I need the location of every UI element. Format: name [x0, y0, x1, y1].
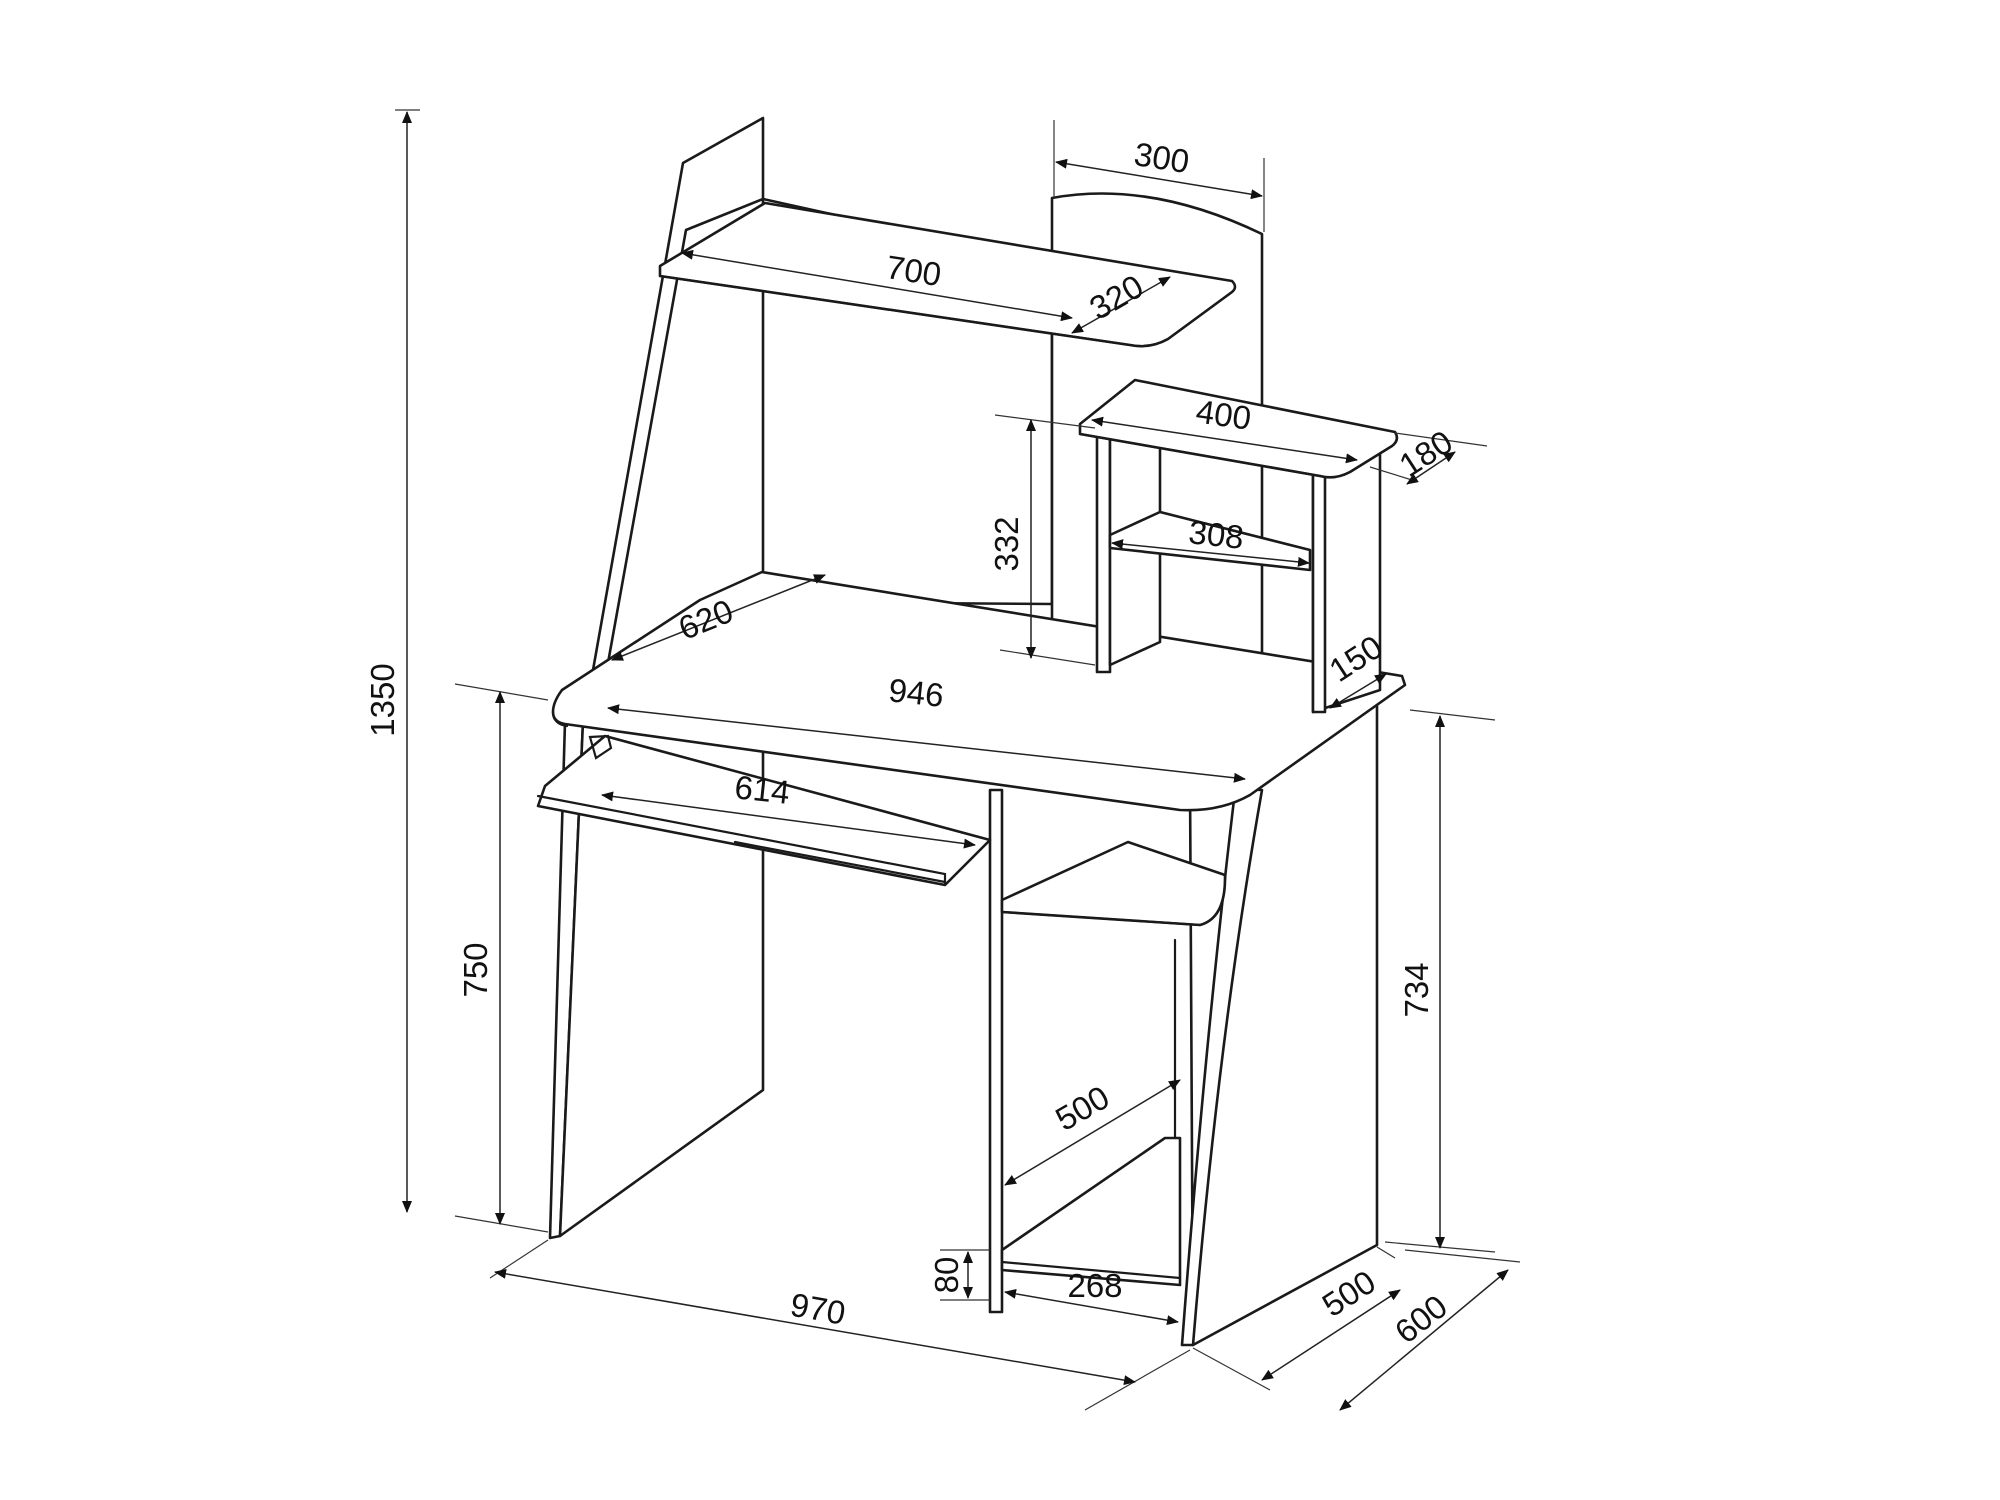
- dim-line-desktop-width: [607, 704, 1246, 783]
- label-inner-shelf-width: 308: [1187, 513, 1246, 556]
- ext-line-unit-top: [994, 414, 1096, 429]
- dim-line-tray-width: [601, 791, 976, 849]
- dim-line-inner-shelf-width: [1111, 539, 1310, 567]
- dim-line-overall-width: [494, 1268, 1136, 1386]
- label-unit-height: 332: [988, 516, 1025, 571]
- label-side-width: 300: [1132, 135, 1192, 180]
- dim-line-upper-shelf-depth: [1071, 276, 1171, 334]
- ext-line-unit-bottom: [999, 649, 1096, 666]
- dim-line-hutch-width: [681, 249, 1073, 322]
- desktop-front-edge: [551, 710, 569, 728]
- ext-line-pedestal-depth-right: [1376, 1246, 1396, 1259]
- label-desktop-width: 946: [887, 671, 946, 714]
- keyboard-tray-rail: [733, 840, 947, 884]
- shelf-unit-post-face: [1311, 472, 1327, 714]
- label-tray-width: 614: [733, 768, 792, 811]
- label-hutch-width: 700: [884, 248, 944, 293]
- right-curved-panel: [1180, 781, 1264, 1347]
- label-overall-depth: 600: [1388, 1287, 1454, 1350]
- label-small-shelf-width: 400: [1194, 392, 1254, 436]
- label-plinth-height: 80: [928, 1257, 965, 1294]
- label-niche-depth: 500: [1049, 1078, 1115, 1138]
- dim-line-small-shelf-depth: [1406, 451, 1456, 485]
- label-desk-height: 750: [457, 942, 494, 997]
- label-niche-width: 268: [1067, 1267, 1122, 1304]
- label-small-shelf-depth: 180: [1393, 423, 1459, 484]
- dim-line-desktop-depth: [611, 574, 826, 661]
- dim-line-niche-depth: [1004, 1079, 1181, 1186]
- shelf-unit-top-edge: [1078, 432, 1394, 479]
- ext-line-desk-top: [454, 683, 549, 701]
- label-total-height: 1350: [364, 663, 401, 736]
- label-overall-width: 970: [788, 1286, 849, 1332]
- ext-line-width-right: [1084, 1349, 1191, 1411]
- upper-shelf-edge: [658, 274, 1234, 348]
- ext-line-small-depth-bottom: [1369, 466, 1413, 481]
- ext-line-pedestal-depth-left: [1192, 1347, 1271, 1391]
- dim-line-small-shelf-width: [1091, 416, 1358, 464]
- ext-line-desk-bottom: [454, 1215, 549, 1233]
- ext-line-pedestal-top: [1409, 709, 1496, 721]
- ext-line-depth-far: [1404, 1249, 1521, 1263]
- dim-line-side-width: [1055, 158, 1263, 200]
- dim-line-post-width: [1329, 673, 1387, 709]
- cpu-niche-floor: [1000, 1136, 1182, 1287]
- pedestal-shelf-edge: [1000, 873, 1227, 927]
- dim-line-overall-depth: [1339, 1269, 1509, 1411]
- ext-line-small-depth-top: [1394, 432, 1488, 447]
- dim-line-niche-width: [1004, 1288, 1179, 1326]
- shelf-unit-left-post: [1095, 426, 1112, 674]
- label-pedestal-height: 734: [1398, 962, 1435, 1017]
- right-pedestal-front-panel: [988, 788, 1004, 1314]
